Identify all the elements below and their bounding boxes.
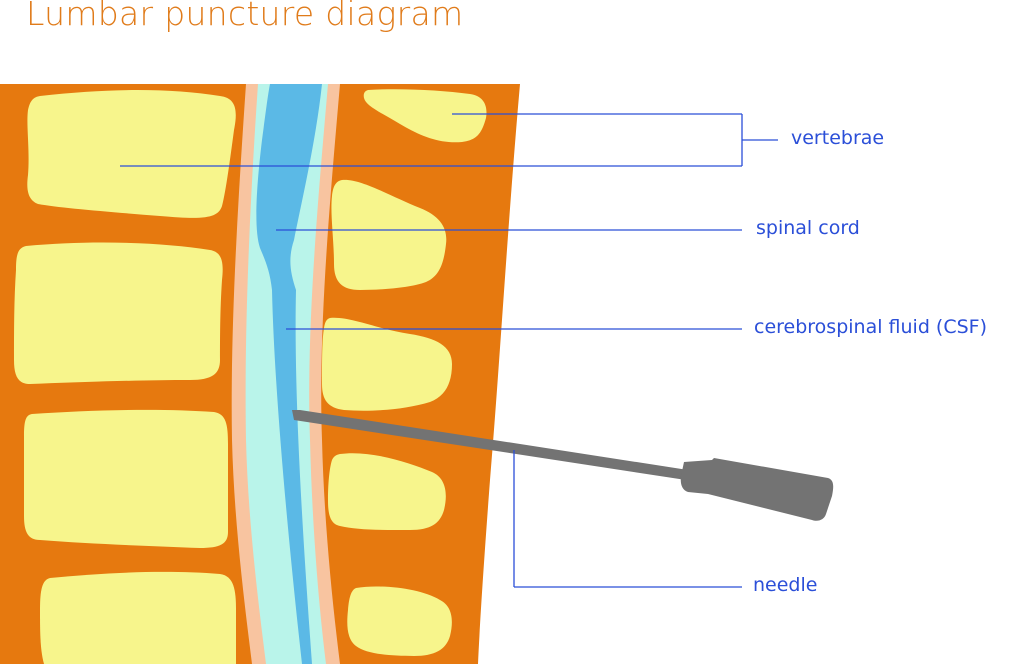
vertebral-body-1 xyxy=(27,90,236,218)
vertebral-process-1 xyxy=(363,89,487,143)
leader-lines xyxy=(120,113,778,588)
vertebral-body-4 xyxy=(40,571,236,664)
diagram-title: Lumbar puncture diagram xyxy=(26,0,464,33)
label-spinal-cord: spinal cord xyxy=(756,217,860,239)
vertebral-process-5 xyxy=(347,586,452,656)
spinal-cord xyxy=(256,84,322,664)
vertebral-process-2 xyxy=(331,179,447,290)
vertebral-process-4 xyxy=(328,453,446,530)
vertebral-body-2 xyxy=(14,242,223,384)
vertebral-process-3 xyxy=(322,317,452,411)
needle-hub xyxy=(680,458,834,521)
label-csf: cerebrospinal fluid (CSF) xyxy=(754,316,988,338)
label-vertebrae: vertebrae xyxy=(791,127,885,149)
needle-shaft xyxy=(292,410,688,480)
label-needle: needle xyxy=(753,574,818,596)
vertebral-body-3 xyxy=(24,409,228,548)
needle xyxy=(292,410,834,521)
